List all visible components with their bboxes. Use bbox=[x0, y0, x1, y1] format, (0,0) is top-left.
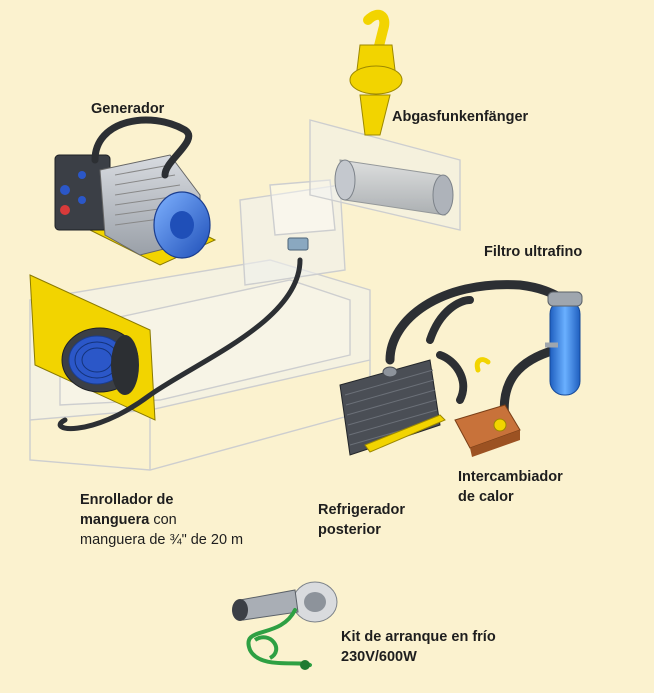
label-spark-arrester: Abgasfunkenfänger bbox=[392, 109, 529, 125]
generator-illustration bbox=[54, 116, 217, 266]
hose-reel-illustration bbox=[29, 237, 309, 432]
label-cold-start-line1: Kit de arranque en frío bbox=[341, 629, 496, 645]
label-hose-reel-line1: Enrollador de bbox=[80, 492, 174, 508]
label-hose-reel-line3: manguera de ¾" de 20 m bbox=[80, 532, 244, 548]
label-rear-cooler-line1: Refrigerador bbox=[318, 502, 406, 518]
label-heat-exchanger-line1: Intercambiador bbox=[458, 469, 563, 485]
label-hose-reel-line2: manguera con bbox=[80, 511, 177, 530]
cold-start-kit-illustration bbox=[232, 581, 338, 670]
label-ultrafine-filter: Filtro ultrafino bbox=[484, 244, 583, 260]
label-rear-cooler-line2: posterior bbox=[318, 522, 381, 538]
heat-exchanger-illustration bbox=[454, 357, 521, 457]
label-cold-start-line2: 230V/600W bbox=[341, 649, 417, 665]
label-heat-exchanger-line2: de calor bbox=[458, 489, 514, 505]
spark-arrester-illustration bbox=[334, 9, 454, 216]
label-generator: Generador bbox=[91, 101, 165, 117]
label-hose-reel-normal: con bbox=[149, 512, 177, 528]
label-hose-reel-bold: manguera bbox=[80, 512, 150, 528]
rear-cooler-illustration bbox=[339, 359, 446, 456]
ultrafine-filter-illustration bbox=[385, 280, 583, 425]
